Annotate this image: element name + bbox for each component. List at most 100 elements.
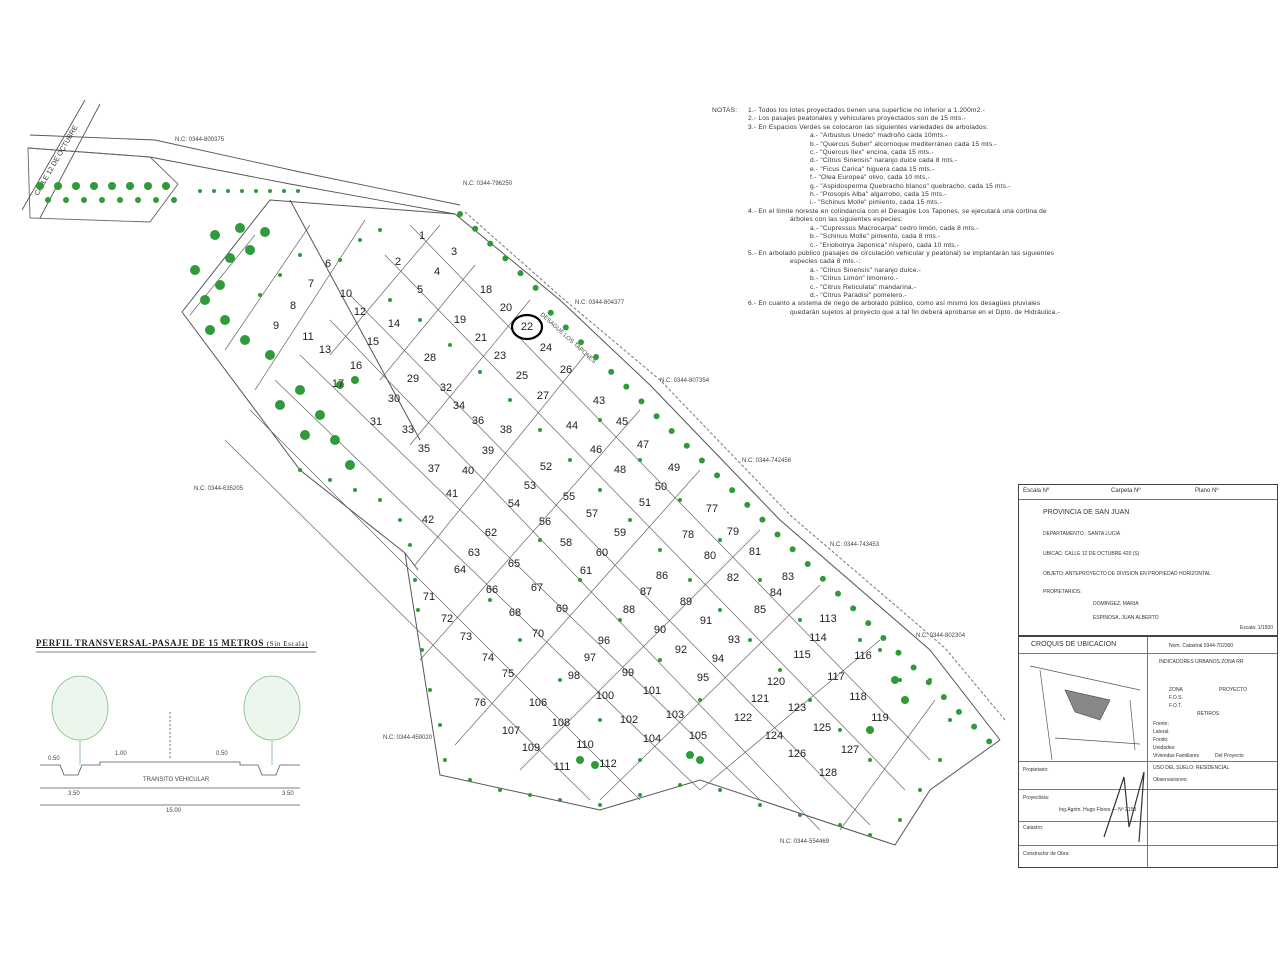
lot-number: 85 [754, 604, 766, 616]
lot-number: 76 [474, 697, 486, 709]
lot-number: 37 [428, 463, 440, 475]
lot-number: 26 [560, 364, 572, 376]
lot-number: 111 [554, 761, 571, 773]
lot-number: 100 [596, 690, 614, 702]
lot-number: 77 [706, 503, 718, 515]
lot-number: 20 [500, 302, 512, 314]
uso: USO DEL SUELO: RESIDENCIAL [1153, 765, 1230, 771]
lot-number: 52 [540, 461, 552, 473]
viviendas: Viviendas Familiares [1153, 753, 1200, 759]
propietarios-label: PROPIETARIOS: [1043, 589, 1082, 595]
notes-lines: 1.- Todos los lotes proyectados tienen u… [712, 107, 1202, 317]
lot-number: 71 [423, 591, 435, 603]
proyecto-2: Del Proyecto [1215, 753, 1244, 759]
note-line: especies cada 8 mts.-: [790, 258, 861, 266]
profile-title: PERFIL TRANSVERSAL-PASAJE DE 15 METROS (… [36, 638, 308, 648]
lot-number: 50 [655, 481, 667, 493]
fondo: Fondo: [1153, 737, 1169, 743]
lot-number: 128 [819, 767, 837, 779]
lot-number: 21 [475, 332, 487, 344]
lot-number: 56 [539, 516, 551, 528]
desague-label: DESAGUE LOS TAPONES [539, 312, 597, 365]
lot-number: 113 [819, 613, 837, 625]
profile-tree-right [243, 675, 301, 765]
lot-number: 19 [454, 314, 466, 326]
lot-number: 94 [712, 653, 724, 665]
lot-number: 42 [422, 514, 434, 526]
lot-number: 49 [668, 462, 680, 474]
lateral: Lateral: [1153, 729, 1170, 735]
lot-number: 126 [788, 748, 806, 760]
lot-number: 88 [623, 604, 635, 616]
lot-number: 9 [273, 320, 279, 332]
propietario-2: ESPINOSA, JUAN ALBERTO [1093, 615, 1159, 621]
lot-number: 44 [566, 420, 578, 432]
lot-number: 2 [395, 256, 401, 268]
lot-number: 40 [462, 465, 474, 477]
lot-number: 110 [576, 739, 594, 751]
escala-value: Escala: 1/1500 [1239, 625, 1273, 631]
lot-number: 105 [689, 730, 707, 742]
lot-number: 23 [494, 350, 506, 362]
proyecto: PROYECTO [1219, 687, 1247, 693]
location-title: CROQUIS DE UBICACION [1031, 641, 1117, 648]
lot-number: 63 [468, 547, 480, 559]
lot-number: 78 [682, 529, 694, 541]
parcel-label-10: N.C: 0344-554469 [780, 839, 830, 845]
lot-number: 98 [568, 670, 580, 682]
lot-number: 29 [407, 373, 419, 385]
propietario: Propietario: [1023, 767, 1049, 773]
note-line: f.- "Olea Europea" olivo, cada 10 mts.- [810, 174, 930, 182]
lot-number: 18 [480, 284, 492, 296]
lot-number: 58 [560, 537, 572, 549]
parcel-label-9: N.C: 0344-459020 [383, 735, 433, 741]
parcel-label-3: N.C: 0344-804377 [575, 300, 625, 306]
propietario-1: DOMINGEZ, MARIA [1093, 601, 1139, 607]
lot-number: 86 [656, 570, 668, 582]
note-line: e.- "Ficus Carica" higuera cada 15 mts.- [810, 165, 935, 173]
lot-number: 89 [680, 596, 692, 608]
proyectista-name: Ing.Agrim. Hugo Flores — Nº 2153 [1059, 807, 1137, 813]
cross-section-profile [36, 651, 316, 806]
lot-number: 82 [727, 572, 739, 584]
dim-4: 0.50 [216, 751, 228, 757]
lot-number: 65 [508, 558, 520, 570]
departamento: DEPARTAMENTO : SANTA LUCIA [1043, 531, 1121, 537]
note-line: b.- "Quercus Suber" alcornoque mediterrá… [810, 140, 997, 148]
lot-number: 87 [640, 586, 652, 598]
lot-number: 66 [486, 584, 498, 596]
note-line: h.- "Prosopis Alba" algarrobo, cada 15 m… [810, 191, 947, 199]
note-line: a.- "Cupressus Macrocarpa" cedro limón, … [810, 224, 979, 232]
highlighted-lot-marker [510, 313, 544, 341]
note-line: 4.- En el límite noreste en colindancia … [748, 207, 1047, 215]
lot-number: 75 [502, 668, 514, 680]
note-line: i.- "Schinus Molle" pimiento, cada 15 mt… [810, 199, 943, 207]
lot-number: 95 [697, 672, 709, 684]
lot-number: 34 [453, 400, 465, 412]
catastral: Nom. Catastral 0344-702300 [1169, 643, 1234, 649]
lot-number: 68 [509, 607, 521, 619]
parcel-label-7: N.C: 0344-802304 [916, 633, 966, 639]
note-line: a.- "Arbustus Unedo" madroño cada 10mts.… [810, 132, 948, 140]
lot-number: 106 [529, 697, 547, 709]
lot-number: 74 [482, 652, 494, 664]
parcel-label-2: N.C: 0344-796250 [463, 181, 513, 187]
lot-numbers-layer: 1234567891011121314151617181920212223242… [273, 230, 889, 779]
parcel-label-1: N.C: 0344-800375 [175, 137, 225, 143]
provincia: PROVINCIA DE SAN JUAN [1043, 509, 1130, 516]
lot-number: 96 [598, 635, 610, 647]
constructor: Constructor de Obra: [1023, 851, 1070, 857]
lot-number: 43 [593, 395, 605, 407]
note-line: 5.- En arbolado público (pasajes de circ… [748, 249, 1055, 257]
lot-number: 61 [580, 565, 592, 577]
lot-number: 67 [531, 582, 543, 594]
lot-number: 45 [616, 416, 628, 428]
block-grid [189, 219, 936, 831]
lot-number: 59 [614, 527, 626, 539]
lot-number: 41 [446, 488, 458, 500]
lot-number: 33 [402, 424, 414, 436]
lot-number: 108 [552, 717, 570, 729]
lot-number: 125 [813, 722, 831, 734]
notes-heading: NOTAS: [712, 107, 738, 114]
